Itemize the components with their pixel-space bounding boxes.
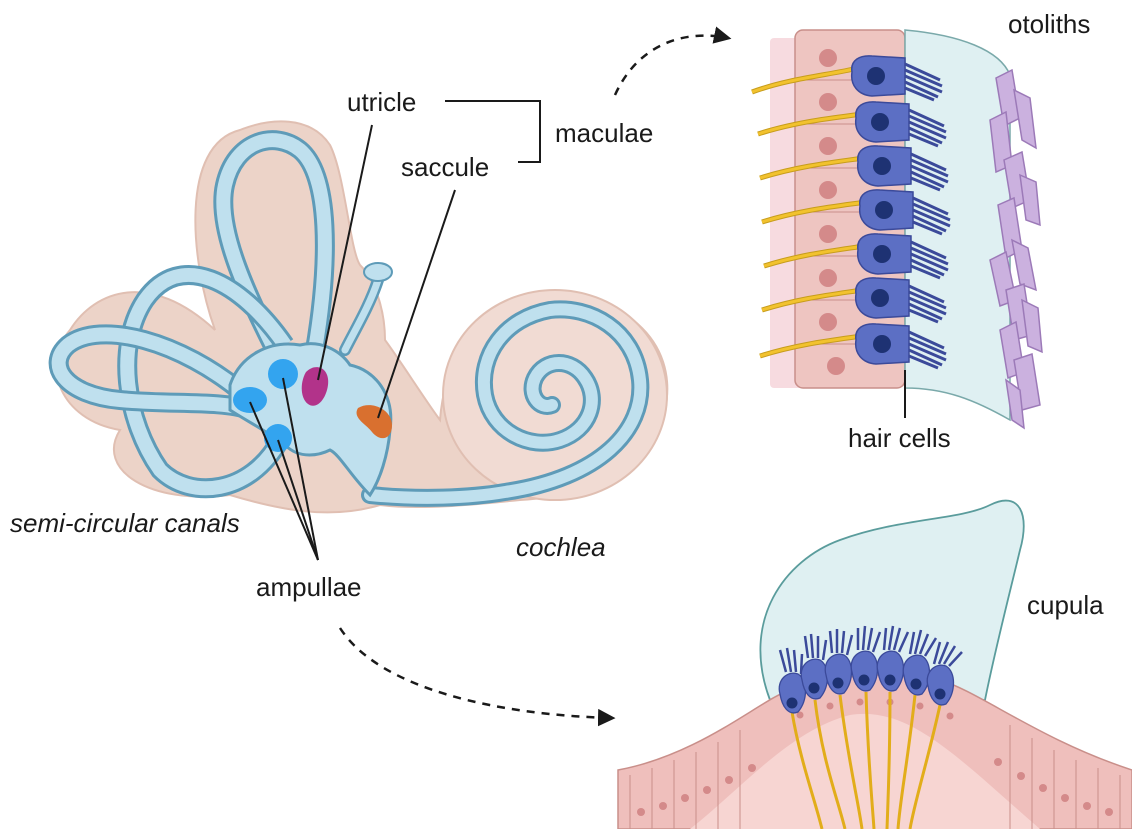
ampulla-posterior	[264, 424, 292, 452]
macula-panel	[752, 30, 1042, 428]
label-cochlea: cochlea	[516, 532, 606, 562]
label-ampullae: ampullae	[256, 572, 362, 602]
ampulla-superior	[268, 359, 298, 389]
label-semi-circular-canals: semi-circular canals	[10, 508, 240, 538]
label-cupula: cupula	[1027, 590, 1104, 620]
label-otoliths: otoliths	[1008, 9, 1090, 39]
arrow-to-cupula	[340, 628, 612, 718]
arrow-to-otoliths	[615, 36, 728, 95]
label-hair-cells: hair cells	[848, 423, 951, 453]
inner-ear	[56, 121, 667, 512]
ampulla-lateral	[233, 387, 267, 413]
label-utricle: utricle	[347, 87, 416, 117]
label-saccule: saccule	[401, 152, 489, 182]
crista-panel	[618, 501, 1132, 829]
label-maculae: maculae	[555, 118, 653, 148]
